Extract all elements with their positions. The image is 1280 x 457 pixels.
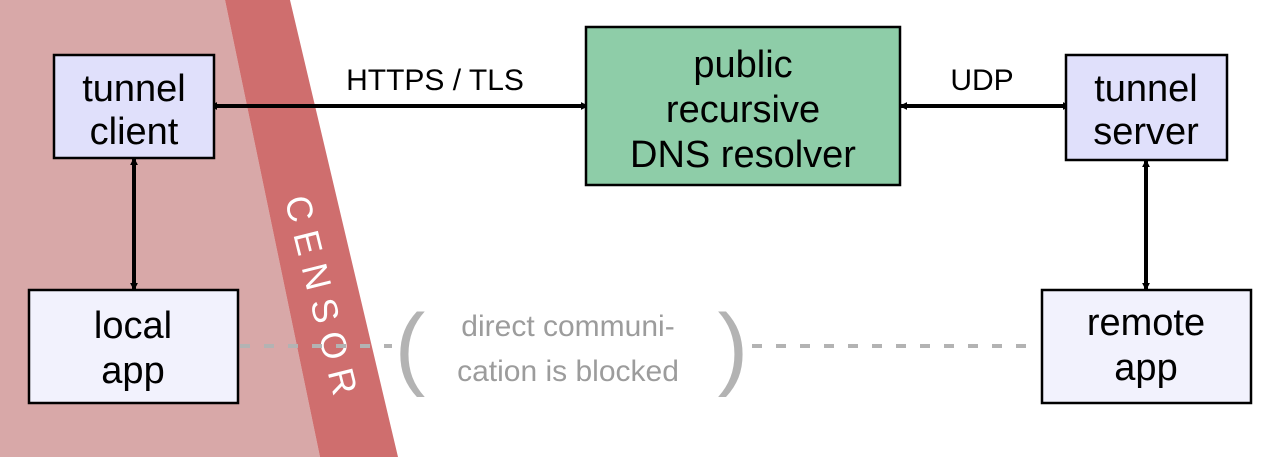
local-app-line-1: local: [94, 305, 172, 347]
tunnel-server-line-2: server: [1093, 111, 1199, 153]
tunnel-server-box: tunnel server: [1064, 53, 1229, 162]
dns-resolver-line-1: public: [693, 44, 792, 86]
blocked-note-close-paren: ): [718, 296, 749, 398]
tunnel-client-box: tunnel client: [52, 53, 216, 160]
edge-label-https-tls: HTTPS / TLS: [346, 64, 524, 97]
tunnel-server-line-1: tunnel: [1094, 68, 1198, 110]
remote-app-line-1: remote: [1087, 302, 1205, 344]
blocked-note-open-paren: (: [395, 296, 426, 398]
local-app-line-2: app: [101, 350, 164, 392]
tunnel-client-line-2: client: [90, 111, 179, 153]
dns-resolver-box: public recursive DNS resolver: [584, 25, 902, 187]
tunnel-client-line-1: tunnel: [82, 68, 186, 110]
blocked-note-line-2: cation is blocked: [457, 355, 679, 388]
local-app-box: local app: [27, 288, 240, 405]
censor-band: [225, 0, 398, 457]
remote-app-line-2: app: [1114, 347, 1177, 389]
dns-resolver-line-2: recursive: [666, 89, 820, 131]
dns-resolver-line-3: DNS resolver: [630, 134, 856, 176]
edge-label-udp: UDP: [950, 64, 1013, 97]
remote-app-box: remote app: [1040, 288, 1253, 405]
blocked-note-line-1: direct communi-: [461, 310, 674, 343]
